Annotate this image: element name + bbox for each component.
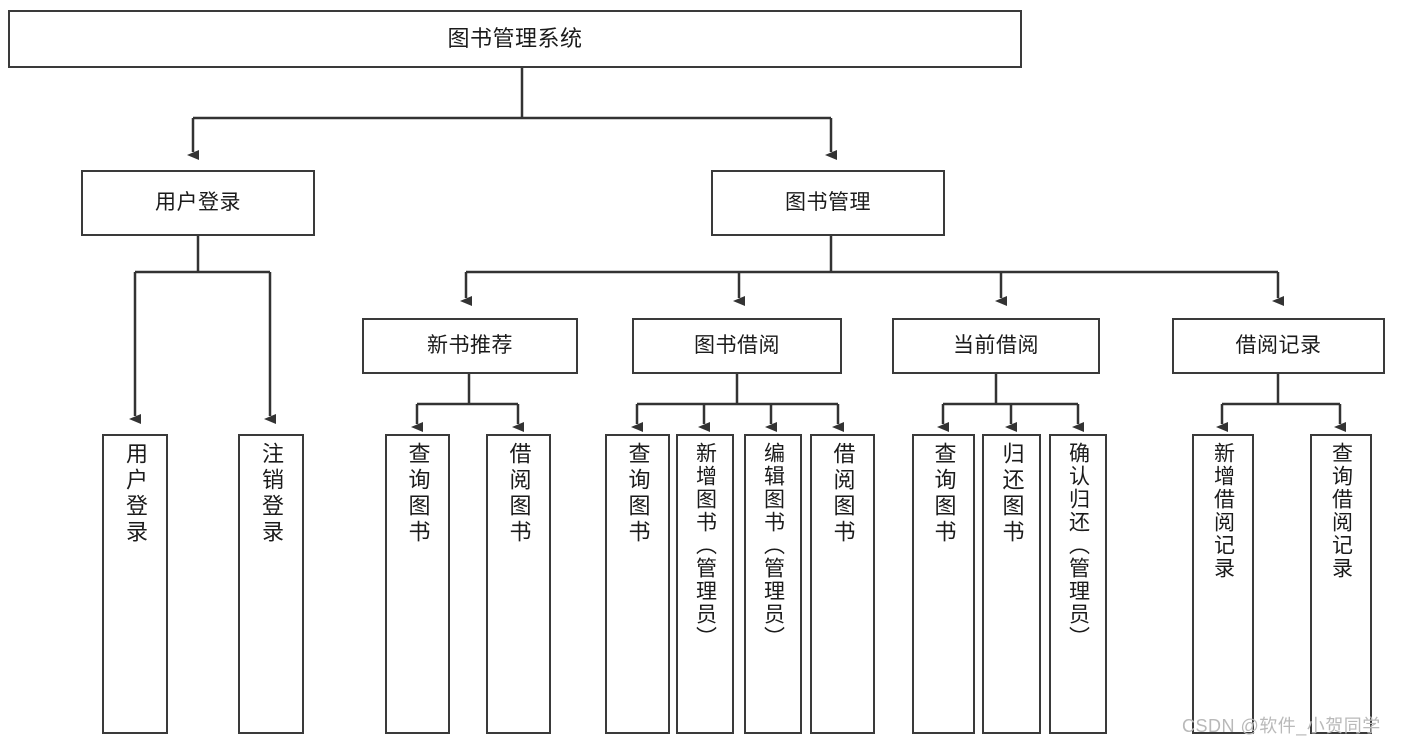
leaf-confirm-return-admin-label: 确认归还（管理员） bbox=[1066, 442, 1090, 649]
leaf-add-borrow-record-label: 新增借阅记录 bbox=[1211, 442, 1235, 580]
leaf-edit-book-admin-label: 编辑图书（管理员） bbox=[761, 442, 785, 649]
node-root[interactable]: 图书管理系统 bbox=[8, 10, 1022, 68]
leaf-borrow-book-label: 借阅图书 bbox=[830, 442, 856, 546]
leaf-query-book-current[interactable]: 查询图书 bbox=[912, 434, 975, 734]
leaf-confirm-return-admin[interactable]: 确认归还（管理员） bbox=[1049, 434, 1107, 734]
leaf-logout[interactable]: 注销登录 bbox=[238, 434, 304, 734]
node-book-management[interactable]: 图书管理 bbox=[711, 170, 945, 236]
node-new-book-recommend-label: 新书推荐 bbox=[427, 333, 513, 357]
leaf-user-login[interactable]: 用户登录 bbox=[102, 434, 168, 734]
node-book-borrow-label: 图书借阅 bbox=[694, 333, 780, 357]
node-user-login[interactable]: 用户登录 bbox=[81, 170, 315, 236]
node-book-borrow[interactable]: 图书借阅 bbox=[632, 318, 842, 374]
leaf-add-book-admin[interactable]: 新增图书（管理员） bbox=[676, 434, 734, 734]
leaf-borrow-book-recommend[interactable]: 借阅图书 bbox=[486, 434, 551, 734]
node-user-login-label: 用户登录 bbox=[155, 190, 241, 214]
leaf-add-borrow-record[interactable]: 新增借阅记录 bbox=[1192, 434, 1254, 734]
node-current-borrow[interactable]: 当前借阅 bbox=[892, 318, 1100, 374]
leaf-query-book-recommend[interactable]: 查询图书 bbox=[385, 434, 450, 734]
csdn-watermark: CSDN @软件_小贺同学 bbox=[1182, 716, 1381, 736]
leaf-add-book-admin-label: 新增图书（管理员） bbox=[693, 442, 717, 649]
node-new-book-recommend[interactable]: 新书推荐 bbox=[362, 318, 578, 374]
node-current-borrow-label: 当前借阅 bbox=[953, 333, 1039, 357]
leaf-return-book[interactable]: 归还图书 bbox=[982, 434, 1041, 734]
leaf-query-borrow-record-label: 查询借阅记录 bbox=[1329, 442, 1353, 580]
leaf-query-book-recommend-label: 查询图书 bbox=[405, 442, 431, 546]
node-borrow-records-label: 借阅记录 bbox=[1235, 333, 1322, 357]
node-root-label: 图书管理系统 bbox=[447, 26, 583, 52]
node-borrow-records[interactable]: 借阅记录 bbox=[1172, 318, 1385, 374]
leaf-query-book-current-label: 查询图书 bbox=[931, 442, 957, 546]
leaf-logout-label: 注销登录 bbox=[259, 442, 284, 546]
leaf-edit-book-admin[interactable]: 编辑图书（管理员） bbox=[744, 434, 802, 734]
leaf-query-borrow-record[interactable]: 查询借阅记录 bbox=[1310, 434, 1372, 734]
leaf-return-book-label: 归还图书 bbox=[999, 442, 1025, 546]
node-book-management-label: 图书管理 bbox=[785, 190, 871, 214]
leaf-query-book-borrow-label: 查询图书 bbox=[625, 442, 651, 546]
leaf-query-book-borrow[interactable]: 查询图书 bbox=[605, 434, 670, 734]
leaf-borrow-book-recommend-label: 借阅图书 bbox=[506, 442, 532, 546]
leaf-user-login-label: 用户登录 bbox=[123, 442, 148, 546]
leaf-borrow-book[interactable]: 借阅图书 bbox=[810, 434, 875, 734]
